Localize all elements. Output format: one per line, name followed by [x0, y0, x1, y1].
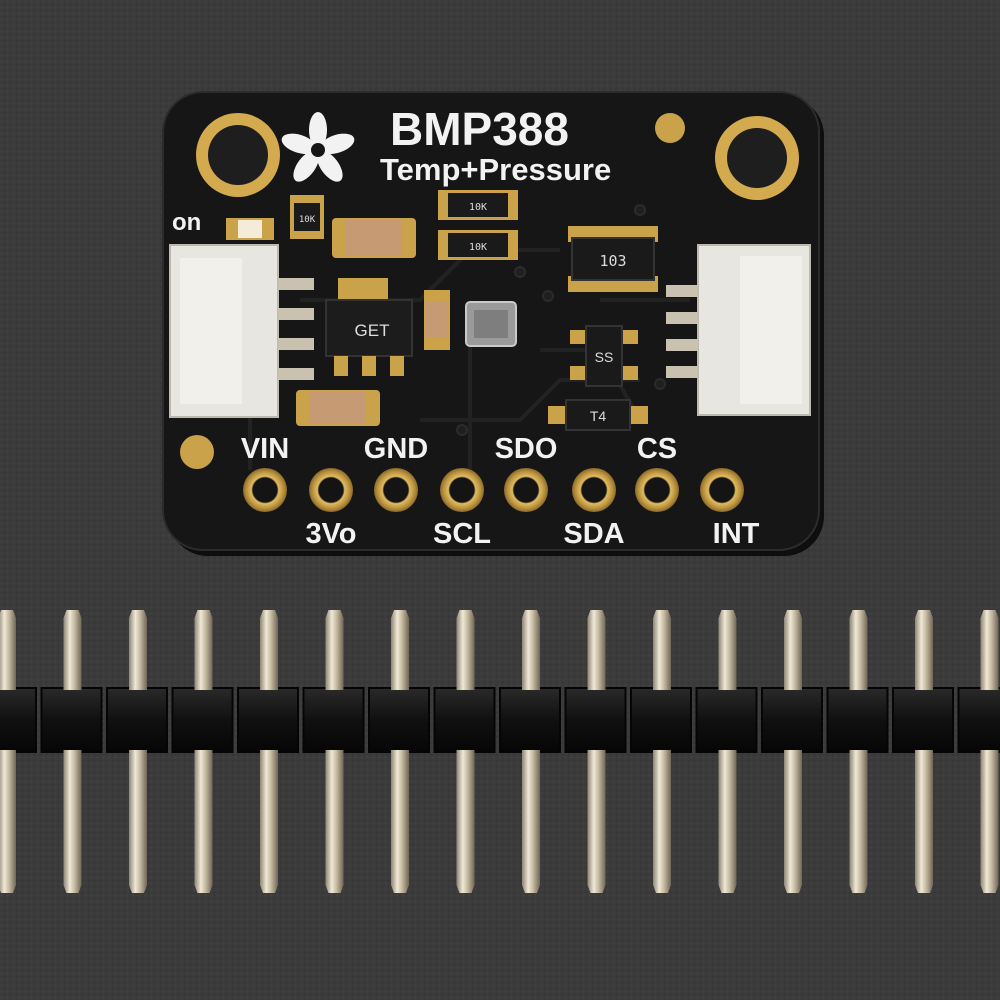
pin-label-scl: SCL: [433, 518, 491, 550]
pin-label-cs: CS: [637, 433, 677, 465]
header-pin-bottom: [63, 750, 82, 893]
header-pin-top: [718, 610, 737, 690]
bmp388-sensor-chip: [465, 301, 517, 347]
header-block: [957, 687, 1000, 753]
svg-text:103: 103: [599, 252, 626, 270]
pin-label-gnd: GND: [364, 433, 428, 465]
header-pin-bottom: [391, 750, 409, 893]
header-pin-bottom: [325, 750, 344, 893]
power-led-label: on: [172, 209, 201, 236]
header-block: [761, 687, 823, 753]
header-pin-top: [915, 610, 933, 690]
pin-pad-cs: [635, 468, 679, 512]
header-pin-top: [653, 610, 671, 690]
header-block: [368, 687, 430, 753]
pin-pad-gnd: [374, 468, 418, 512]
pin-label-sda: SDA: [563, 518, 624, 550]
capacitor-c3: [424, 290, 450, 350]
header-pin-bottom: [129, 750, 147, 893]
pin-pad-3vo: [309, 468, 353, 512]
header-block: [237, 687, 299, 753]
header-pin-bottom: [718, 750, 737, 893]
level-shifter-chip: SS: [570, 325, 638, 387]
svg-text:10K: 10K: [469, 242, 487, 253]
pin-pad-scl: [440, 468, 484, 512]
header-pin-bottom: [849, 750, 868, 893]
pin-pad-int: [700, 468, 744, 512]
pin-pads: [243, 468, 744, 512]
header-pin-top: [0, 610, 16, 690]
header-pin-top: [194, 610, 213, 690]
svg-text:GET: GET: [355, 321, 390, 340]
header-block: [0, 687, 37, 753]
header-pin-bottom: [653, 750, 671, 893]
fiducial-top: [655, 113, 685, 143]
header-pin-bottom: [456, 750, 475, 893]
pin-pad-vin: [243, 468, 287, 512]
header-block: [630, 687, 692, 753]
header-pin-top: [325, 610, 344, 690]
svg-text:10K: 10K: [299, 215, 316, 225]
svg-text:SS: SS: [595, 349, 614, 365]
header-pin-top: [587, 610, 606, 690]
svg-text:10K: 10K: [469, 202, 487, 213]
header-block: [892, 687, 954, 753]
header-block: [40, 687, 103, 753]
fiducial-bottom: [180, 435, 214, 469]
header-pin-top: [456, 610, 475, 690]
header-block: [564, 687, 627, 753]
pin-pad-sda: [572, 468, 616, 512]
resistor-r3: 10K: [438, 230, 518, 260]
header-block: [826, 687, 889, 753]
header-pin-bottom: [194, 750, 213, 893]
header-block: [695, 687, 758, 753]
pin-label-3vo: 3Vo: [305, 518, 356, 550]
power-led: [226, 218, 274, 240]
header-pin-bottom: [0, 750, 16, 893]
header-block: [499, 687, 561, 753]
header-pin-top: [849, 610, 868, 690]
pin-pad-sdo: [504, 468, 548, 512]
header-pin-top: [980, 610, 999, 690]
header-block: [106, 687, 168, 753]
resistor-r2: 10K: [438, 190, 518, 220]
board-title: BMP388: [390, 103, 569, 155]
pin-label-vin: VIN: [241, 433, 289, 465]
header-block: [171, 687, 234, 753]
board-subtitle: Temp+Pressure: [380, 152, 611, 187]
vias: [456, 204, 666, 436]
voltage-regulator: GET: [325, 278, 413, 376]
header-pin-top: [129, 610, 147, 690]
header-pin-top: [522, 610, 540, 690]
transistor-chip: T4: [548, 399, 648, 431]
header-pin-bottom: [915, 750, 933, 893]
stemma-connector-right: [666, 244, 811, 416]
header-pin-bottom: [522, 750, 540, 893]
mounting-hole-left: [196, 113, 280, 197]
header-pin-top: [784, 610, 802, 690]
header-pin-top: [391, 610, 409, 690]
header-block: [302, 687, 365, 753]
header-pin-bottom: [260, 750, 278, 893]
stemma-connector-left: [169, 244, 314, 418]
flower-logo-icon: [281, 112, 355, 182]
header-pin-top: [63, 610, 82, 690]
header-pin-bottom: [980, 750, 999, 893]
mounting-hole-right: [715, 116, 799, 200]
header-pin-bottom: [587, 750, 606, 893]
svg-text:T4: T4: [590, 408, 607, 424]
pin-label-sdo: SDO: [495, 433, 558, 465]
header-block: [433, 687, 496, 753]
pin-label-int: INT: [713, 518, 760, 550]
capacitor-c1: [332, 218, 416, 258]
header-pin-strip: [0, 610, 1000, 893]
resistor-array: 103: [568, 226, 658, 292]
header-pin-bottom: [784, 750, 802, 893]
resistor-r1: 10K: [290, 195, 324, 239]
capacitor-c2: [296, 390, 380, 426]
header-pin-top: [260, 610, 278, 690]
